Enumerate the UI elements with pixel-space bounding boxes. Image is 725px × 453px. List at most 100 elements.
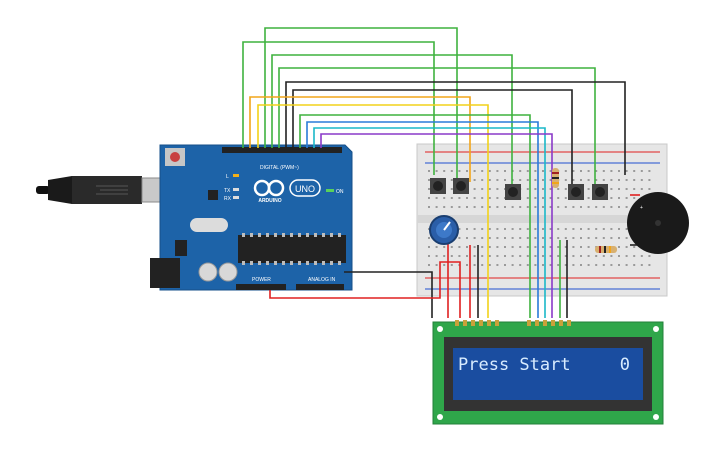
breadboard-hole <box>458 197 461 199</box>
pushbutton-3[interactable] <box>505 184 521 200</box>
breadboard-hole <box>549 206 552 208</box>
breadboard-hole <box>602 228 605 230</box>
breadboard-hole <box>610 170 613 172</box>
pushbutton-4[interactable] <box>568 184 584 200</box>
pushbutton-1[interactable] <box>430 178 446 194</box>
breadboard-hole <box>504 228 506 230</box>
breadboard-hole <box>458 206 461 208</box>
breadboard-hole <box>648 188 651 190</box>
breadboard-hole <box>519 228 522 230</box>
breadboard-hole <box>542 197 544 199</box>
resistor-2[interactable] <box>595 246 617 253</box>
analog-label: ANALOG IN <box>308 277 336 283</box>
breadboard-hole <box>648 255 651 257</box>
breadboard-hole <box>488 246 491 248</box>
breadboard-hole <box>625 197 628 199</box>
breadboard-hole <box>450 264 453 266</box>
breadboard-hole <box>443 255 446 257</box>
breadboard-hole <box>481 179 484 181</box>
breadboard-hole <box>557 188 560 190</box>
lcd-module[interactable]: Press Start 0 <box>432 320 664 425</box>
breadboard-hole <box>534 237 537 239</box>
pushbutton-5[interactable] <box>592 184 608 200</box>
power-header[interactable] <box>236 284 286 290</box>
breadboard-hole <box>564 255 567 257</box>
breadboard-hole <box>572 170 575 172</box>
breadboard-hole <box>534 264 537 266</box>
breadboard-hole <box>496 179 499 181</box>
breadboard-hole <box>549 179 552 181</box>
arduino-uno-board[interactable]: UNO ARDUINO DIGITAL (PWM~) POWER ANALOG … <box>150 144 353 291</box>
pushbutton-2[interactable] <box>453 178 469 194</box>
piezo-buzzer[interactable]: + <box>627 192 689 254</box>
breadboard-hole <box>466 246 468 248</box>
breadboard-hole <box>618 228 620 230</box>
breadboard-hole <box>587 255 590 257</box>
breadboard-hole <box>496 237 499 239</box>
breadboard-hole <box>526 237 529 239</box>
breadboard-hole <box>526 170 529 172</box>
breadboard-hole <box>564 264 567 266</box>
resistor-1[interactable] <box>552 168 559 188</box>
breadboard-hole <box>443 206 446 208</box>
breadboard-hole <box>443 264 446 266</box>
breadboard-hole <box>504 206 506 208</box>
breadboard-hole <box>488 170 491 172</box>
lcd-pins[interactable] <box>455 320 571 326</box>
breadboard-hole <box>542 206 544 208</box>
breadboard-hole <box>572 237 575 239</box>
breadboard-hole <box>618 179 620 181</box>
breadboard-hole <box>610 255 613 257</box>
breadboard-hole <box>488 179 491 181</box>
breadboard-hole <box>633 170 636 172</box>
breadboard-hole <box>625 237 628 239</box>
breadboard-hole <box>625 255 628 257</box>
usb-cable[interactable] <box>36 176 173 204</box>
breadboard-hole <box>595 206 598 208</box>
breadboard-hole <box>618 237 620 239</box>
breadboard-hole <box>488 255 491 257</box>
breadboard-hole <box>481 197 484 199</box>
analog-header[interactable] <box>296 284 344 290</box>
reset-button[interactable] <box>170 152 180 162</box>
breadboard-hole <box>564 237 567 239</box>
breadboard-hole <box>542 228 544 230</box>
breadboard-hole <box>595 237 598 239</box>
breadboard-hole <box>435 170 438 172</box>
breadboard-hole <box>473 255 476 257</box>
breadboard-hole <box>549 188 552 190</box>
breadboard-hole <box>595 255 598 257</box>
breadboard-hole <box>466 255 468 257</box>
breadboard-hole <box>542 246 544 248</box>
breadboard-hole <box>595 179 598 181</box>
breadboard-hole <box>557 264 560 266</box>
breadboard-hole <box>473 170 476 172</box>
breadboard-hole <box>519 179 522 181</box>
breadboard-hole <box>542 170 544 172</box>
breadboard-hole <box>458 237 461 239</box>
breadboard-hole <box>504 179 506 181</box>
led-l-label: L <box>226 174 229 180</box>
breadboard-hole <box>496 228 499 230</box>
breadboard-hole <box>587 188 590 190</box>
breadboard-hole <box>488 264 491 266</box>
breadboard-hole <box>587 197 590 199</box>
breadboard-hole <box>610 264 613 266</box>
breadboard-hole <box>473 264 476 266</box>
breadboard-hole <box>618 246 620 248</box>
digital-header[interactable] <box>222 147 342 153</box>
breadboard-hole <box>526 246 529 248</box>
breadboard-hole <box>557 246 560 248</box>
board-model: UNO <box>295 184 315 194</box>
breadboard-hole <box>557 255 560 257</box>
breadboard-hole <box>557 228 560 230</box>
breadboard-hole <box>504 246 506 248</box>
breadboard-hole <box>481 228 484 230</box>
breadboard-hole <box>504 264 506 266</box>
breadboard-hole <box>443 246 446 248</box>
potentiometer[interactable] <box>429 215 459 245</box>
breadboard-hole <box>450 179 453 181</box>
breadboard-hole <box>602 255 605 257</box>
breadboard-hole <box>534 228 537 230</box>
breadboard-hole <box>458 228 461 230</box>
